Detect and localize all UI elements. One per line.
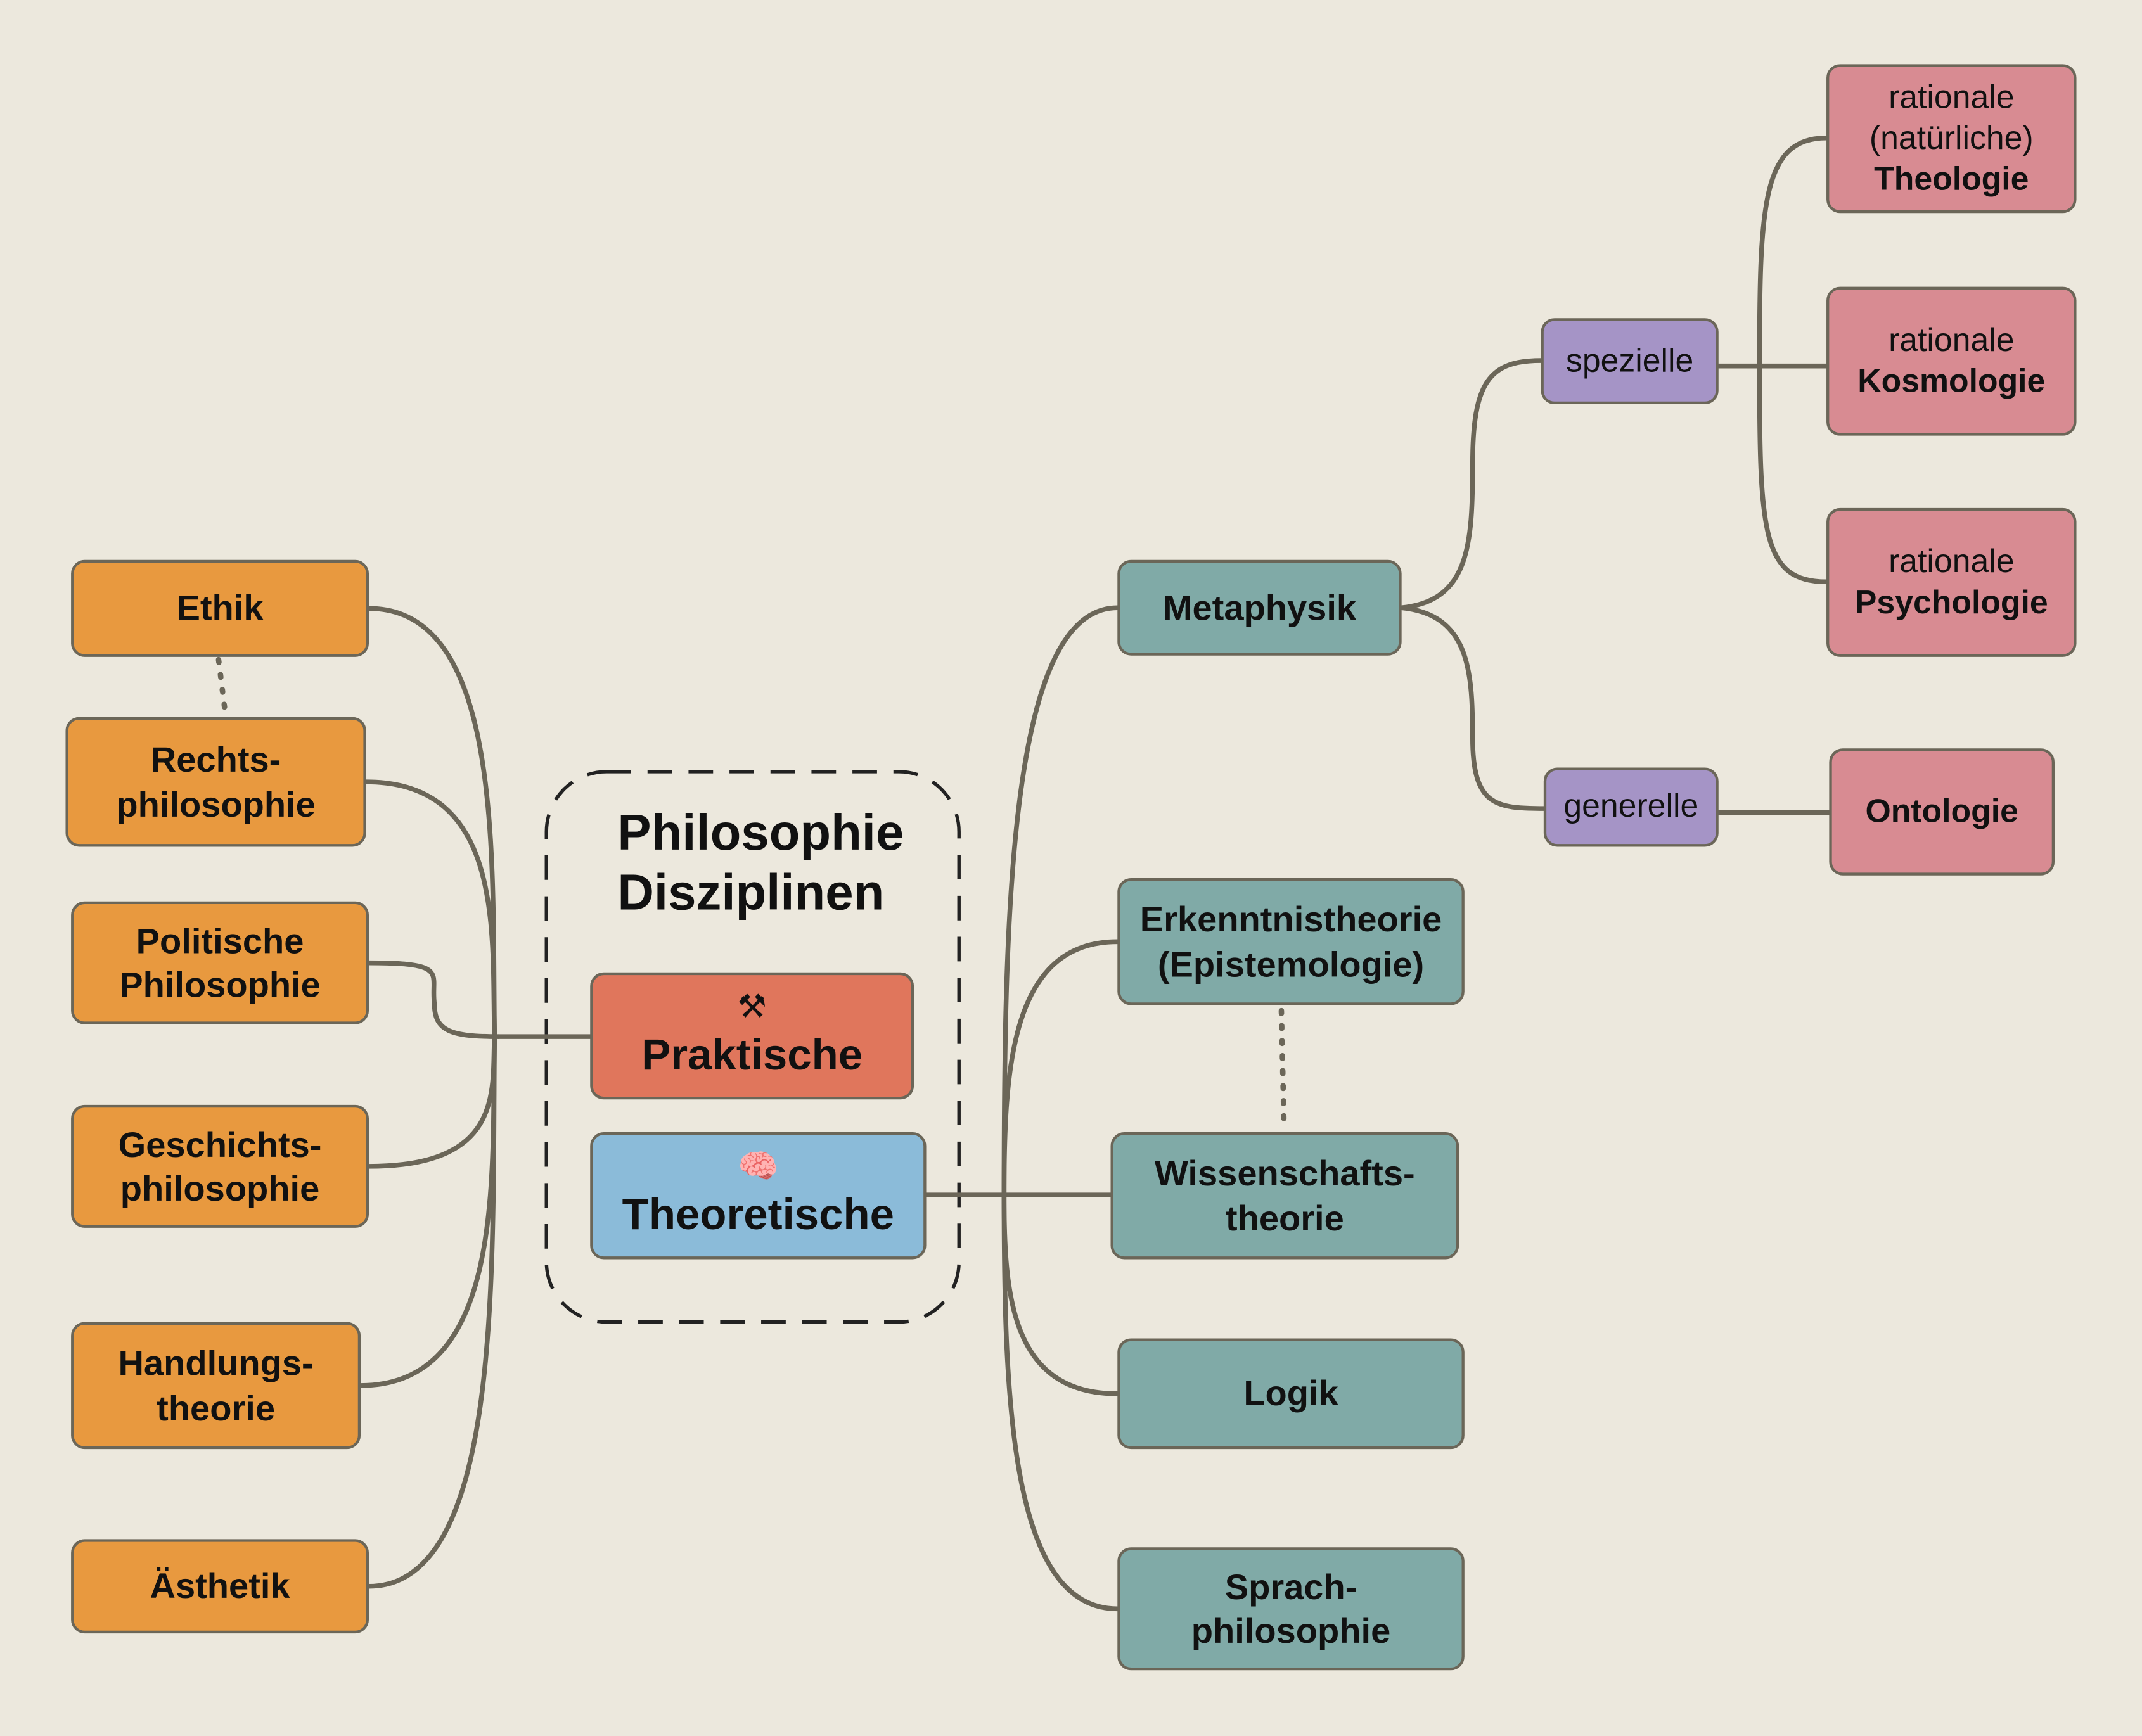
leaf-ontologie[interactable]: Ontologie: [1829, 748, 2055, 876]
connector-praktisch-4: [358, 1034, 497, 1388]
theoretische-label: Theoretische: [622, 1189, 895, 1239]
connector-theoretisch-4: [1001, 1192, 1120, 1612]
connector-metaphysik-generelle: [1399, 605, 1546, 811]
praktisch-branch-ästhetik[interactable]: Ästhetik: [71, 1539, 369, 1634]
theoretisch-branch-erkenntnistheorie-epistemologie-line-1: Erkenntnistheorie: [1139, 898, 1442, 940]
praktisch-branch-handlungs-theorie[interactable]: Handlungs-theorie: [71, 1322, 361, 1450]
theoretisch-branch-erkenntnistheorie-epistemologie[interactable]: Erkenntnistheorie(Epistemologie): [1117, 878, 1465, 1005]
praktisch-branch-geschichts-philosophie-line-2: philosophie: [120, 1168, 320, 1209]
theoretisch-branch-wissenschafts-theorie[interactable]: Wissenschafts-theorie: [1110, 1132, 1459, 1260]
praktisch-branch-handlungs-theorie-line-2: theorie: [157, 1387, 276, 1428]
metaphysik-spezielle[interactable]: spezielle: [1541, 318, 1719, 405]
connector-theoretisch-1: [1001, 939, 1120, 1197]
connector-praktisch-3: [366, 1034, 497, 1169]
leaf-kosmologie-line-1: rationale: [1889, 321, 2015, 359]
praktisch-branch-ästhetik-line-1: Ästhetik: [150, 1565, 290, 1607]
praktisch-branch-rechts-philosophie-line-2: philosophie: [116, 783, 316, 824]
relation-erkenntnis-wissenschaft: [1278, 1007, 1287, 1133]
theoretisch-branch-sprach-philosophie[interactable]: Sprach-philosophie: [1117, 1547, 1465, 1671]
connector-theoretisch-0: [1001, 605, 1120, 1197]
metaphysik-generelle-line-1: generelle: [1563, 788, 1699, 825]
theoretisch-branch-logik[interactable]: Logik: [1117, 1338, 1465, 1450]
connector-metaphysik-spezielle: [1399, 358, 1544, 611]
praktisch-branch-ethik-line-1: Ethik: [176, 587, 264, 629]
metaphysik-spezielle-line-1: spezielle: [1565, 341, 1694, 380]
praktisch-branch-geschichts-philosophie[interactable]: Geschichts-philosophie: [71, 1104, 369, 1228]
theoretisch-branch-sprach-philosophie-line-2: philosophie: [1191, 1610, 1391, 1652]
hammer-pick-icon: ⚒: [737, 989, 767, 1026]
theoretisch-branch-wissenschafts-theorie-line-2: theorie: [1225, 1197, 1344, 1239]
theoretisch-branch-wissenschafts-theorie-line-1: Wissenschafts-: [1155, 1152, 1415, 1194]
praktisch-branch-rechts-philosophie[interactable]: Rechts-philosophie: [65, 717, 366, 847]
leaf-psychologie-line-1: rationale: [1889, 542, 2015, 580]
title-group-frame: [544, 770, 961, 1324]
connector-praktisch-5: [366, 1034, 497, 1589]
title-line-1: Philosophie: [617, 804, 904, 861]
theoretisch-branch-logik-line-1: Logik: [1243, 1372, 1338, 1414]
leaf-theologie-line-2: (natürliche): [1869, 119, 2034, 156]
leaf-theologie-term: Theologie: [1874, 160, 2029, 198]
connector-spezielle-theologie: [1757, 135, 1829, 369]
praktisch-branch-rechts-philosophie-line-1: Rechts-: [150, 739, 281, 780]
theoretische-node[interactable]: 🧠 Theoretische: [590, 1132, 927, 1260]
metaphysik-generelle[interactable]: generelle: [1543, 767, 1719, 847]
theoretisch-branch-metaphysik[interactable]: Metaphysik: [1117, 559, 1402, 656]
brain-icon: 🧠: [738, 1149, 779, 1186]
praktisch-branch-ethik[interactable]: Ethik: [71, 559, 369, 657]
leaf-ontologie-term: Ontologie: [1865, 793, 2018, 830]
praktisch-branch-politischephilosophie-line-1: Politische: [136, 919, 304, 961]
leaf-kosmologie-term: Kosmologie: [1857, 362, 2046, 400]
connector-theoretisch-3: [1001, 1192, 1120, 1396]
praktisch-branch-politischephilosophie-line-2: Philosophie: [119, 964, 321, 1005]
theoretisch-branch-sprach-philosophie-line-1: Sprach-: [1224, 1566, 1357, 1607]
leaf-theologie[interactable]: rationale(natürliche) Theologie: [1826, 64, 2077, 214]
connector-praktisch-1: [363, 779, 497, 1039]
connector-praktisch-2: [366, 960, 501, 1039]
praktische-node[interactable]: ⚒ Praktische: [590, 972, 914, 1100]
diagram-title: Philosophie Disziplinen: [587, 803, 959, 924]
relation-ethik-rechtsphilosophie: [215, 656, 228, 717]
praktische-label: Praktische: [641, 1029, 863, 1079]
theoretisch-branch-metaphysik-line-1: Metaphysik: [1162, 587, 1357, 629]
praktisch-branch-geschichts-philosophie-line-1: Geschichts-: [118, 1123, 322, 1165]
praktisch-branch-handlungs-theorie-line-1: Handlungs-: [118, 1342, 314, 1384]
leaf-theologie-line-1: rationale: [1889, 78, 2015, 116]
leaf-psychologie-term: Psychologie: [1854, 584, 2048, 621]
theoretisch-branch-erkenntnistheorie-epistemologie-line-2: (Epistemologie): [1157, 943, 1425, 985]
title-line-2: Disziplinen: [617, 865, 885, 921]
connector-spezielle-psychologie: [1757, 363, 1829, 585]
